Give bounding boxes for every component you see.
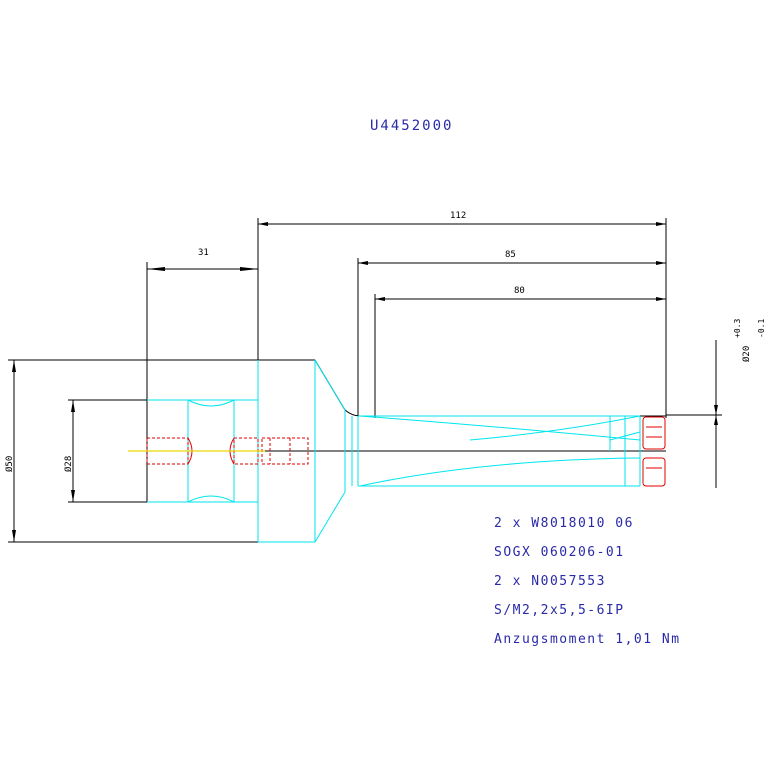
note-line-5: Anzugsmoment 1,01 Nm <box>494 632 681 647</box>
notes-block: 2 x W8018010 06 SOGX 060206-01 2 x N0057… <box>494 516 681 647</box>
part-number-title: U4452000 <box>370 118 453 134</box>
dim-dia28-label: Ø28 <box>63 456 74 472</box>
note-line-4: S/M2,2x5,5-6IP <box>494 603 625 618</box>
dim-80-label: 80 <box>514 286 525 296</box>
note-line-3: 2 x N0057553 <box>494 574 606 589</box>
dimension-lines <box>8 218 722 543</box>
dim-112-label: 112 <box>450 211 466 221</box>
dim-dia50-label: Ø50 <box>4 456 15 472</box>
dim-tol-lower: -0.1 <box>757 319 766 338</box>
dim-dia20-label: Ø20 <box>741 346 752 362</box>
dim-tol-upper: +0.3 <box>733 319 742 338</box>
dim-85-label: 85 <box>505 250 516 260</box>
insert-top <box>642 416 666 450</box>
note-line-1: 2 x W8018010 06 <box>494 516 634 531</box>
note-line-2: SOGX 060206-01 <box>494 545 625 560</box>
dim-31-label: 31 <box>198 248 209 258</box>
insert-bottom <box>642 457 666 487</box>
